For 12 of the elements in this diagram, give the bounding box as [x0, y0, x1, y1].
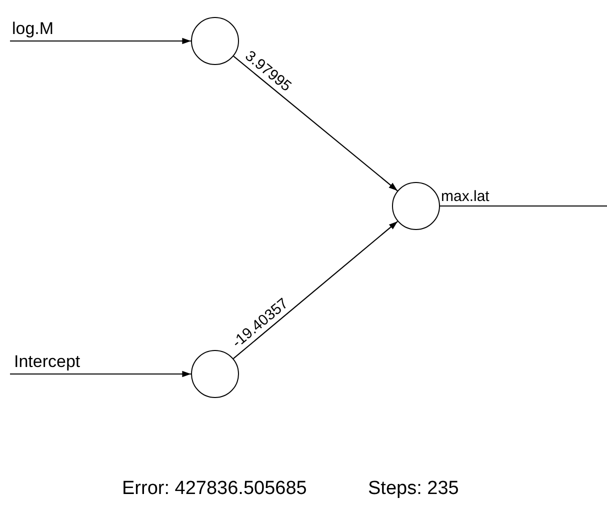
neuron-circle: [191, 17, 239, 65]
arrow: [233, 56, 398, 192]
arrow: [10, 370, 191, 378]
neuron-circle: [392, 182, 440, 230]
input-label: Intercept: [14, 350, 94, 374]
neuron-circle: [191, 350, 239, 398]
footer-text: Steps: 235: [368, 478, 459, 500]
line: [440, 205, 607, 207]
footer-text: Error: 427836.505685: [122, 478, 307, 500]
input-label: log.M: [12, 17, 66, 41]
arrow: [233, 220, 398, 360]
arrow: [10, 38, 191, 44]
